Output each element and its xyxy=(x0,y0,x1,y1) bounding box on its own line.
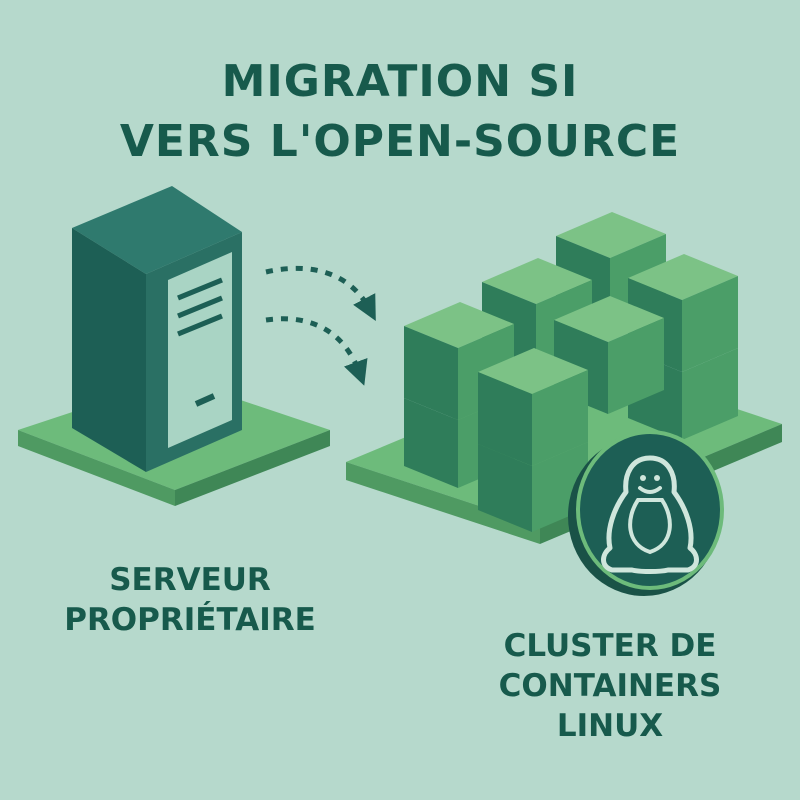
title-line-2: VERS L'OPEN-SOURCE xyxy=(119,116,681,167)
container-cube xyxy=(554,296,664,414)
source-label: SERVEUR PROPRIÉTAIRE xyxy=(20,560,360,640)
container-cube xyxy=(478,348,588,532)
source-label-line-2: PROPRIÉTAIRE xyxy=(64,602,316,638)
linux-penguin-icon xyxy=(568,430,724,596)
server-tower-icon xyxy=(18,186,330,506)
source-label-line-1: SERVEUR xyxy=(109,562,271,598)
target-label: CLUSTER DE CONTAINERS LINUX xyxy=(440,626,780,746)
title-line-1: MIGRATION SI xyxy=(221,56,579,107)
dashed-arrow-icon xyxy=(265,265,376,386)
target-label-line-2: CONTAINERS xyxy=(498,668,722,704)
target-label-line-1: CLUSTER DE xyxy=(503,628,717,664)
target-label-line-3: LINUX xyxy=(556,708,664,744)
page-title: MIGRATION SI VERS L'OPEN-SOURCE xyxy=(0,52,800,172)
